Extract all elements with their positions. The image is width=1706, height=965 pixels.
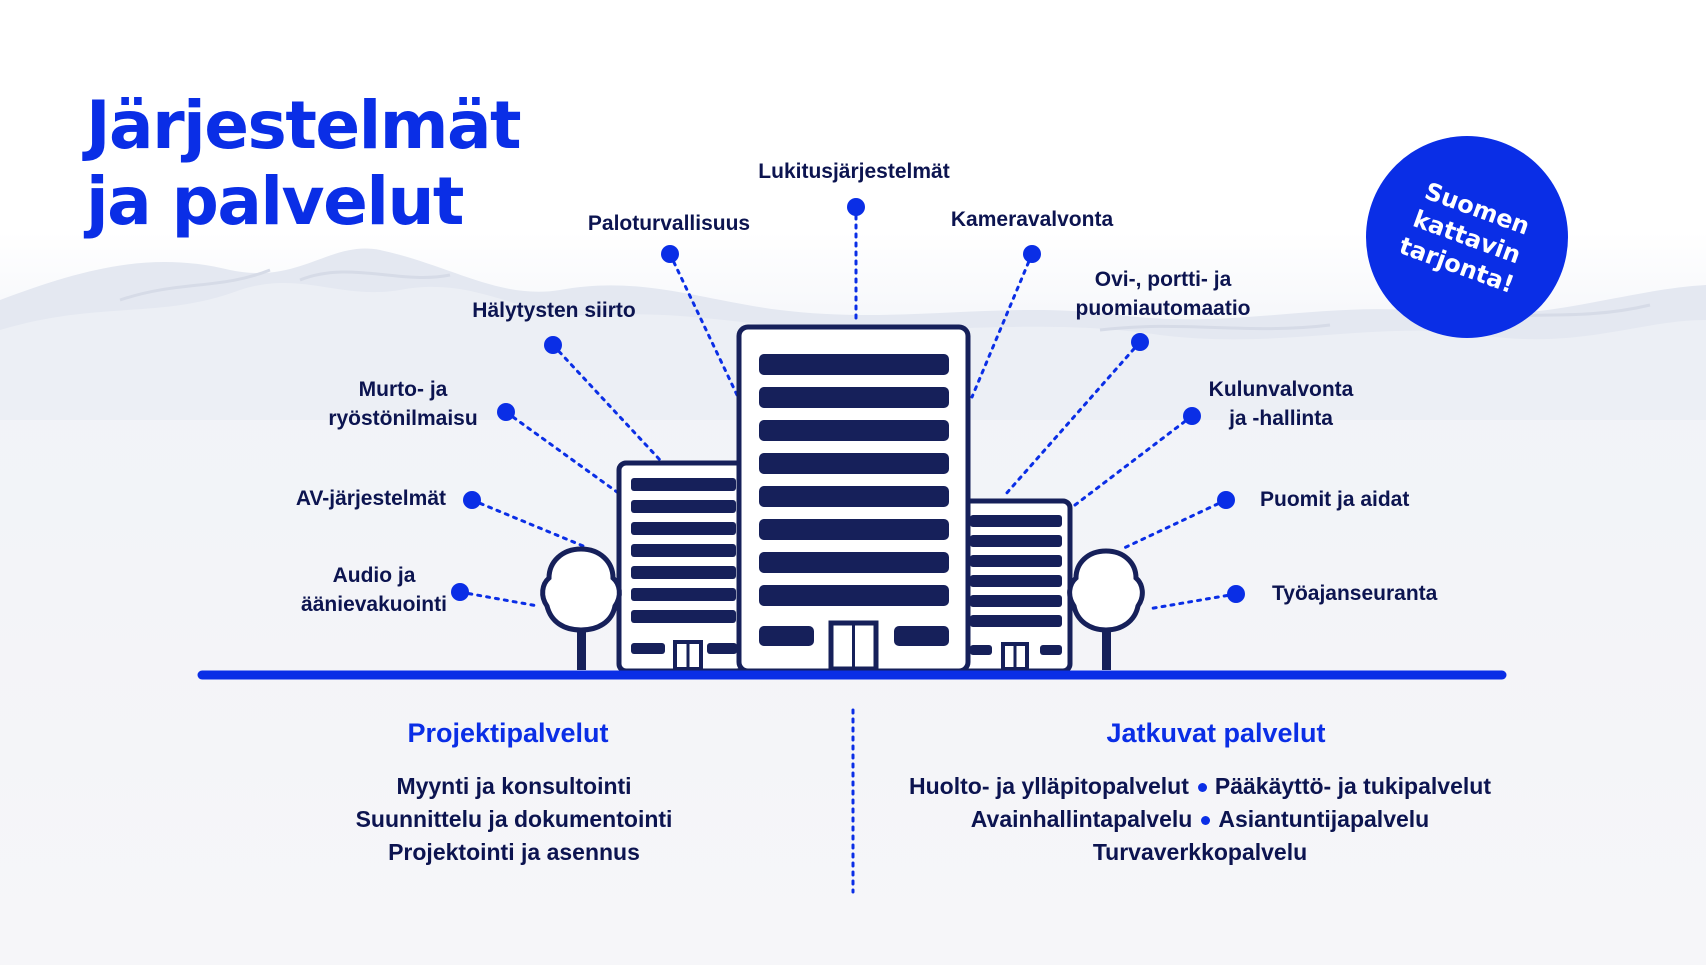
title-line-2: ja palvelut <box>86 163 465 240</box>
label-audio-line-1: Audio ja <box>332 564 416 587</box>
page-title: Järjestelmät ja palvelut <box>86 87 522 240</box>
label-av: AV-järjestelmät <box>295 487 446 510</box>
project-item-2: Suunnittelu ja dokumentointi <box>355 806 673 832</box>
continuous-row-3: Turvaverkkopalvelu <box>1092 839 1308 865</box>
building-main <box>736 324 971 674</box>
continuous-item-asiantuntija: Asiantuntijapalvelu <box>1218 806 1430 832</box>
label-audio: Audio ja äänievakuointi <box>301 561 447 619</box>
connector-lines <box>458 205 1238 894</box>
tree-left-icon <box>540 546 622 670</box>
label-ovi-line-2: puomiautomaatio <box>1075 297 1251 320</box>
label-ovi-line-1: Ovi-, portti- ja <box>1094 268 1232 291</box>
dot-av <box>463 491 481 509</box>
label-palo: Paloturvallisuus <box>587 212 751 235</box>
project-services-title: Projektipalvelut <box>407 718 609 748</box>
connector-dots <box>451 198 1245 603</box>
connector-palo <box>668 252 740 399</box>
dot-palo <box>661 245 679 263</box>
continuous-services-list: Huolto- ja ylläpitopalvelut Pääkäyttö- ja… <box>909 770 1491 869</box>
label-murto-line-1: Murto- ja <box>358 378 448 401</box>
connector-kulun <box>1073 414 1194 507</box>
badge-text: Suomen kattavin tarjonta! <box>1395 174 1538 300</box>
label-kamera: Kameravalvonta <box>950 208 1114 231</box>
dot-kulun <box>1183 407 1201 425</box>
dot-audio <box>451 583 469 601</box>
continuous-row-2: Avainhallintapalvelu Asiantuntijapalvelu <box>909 803 1491 836</box>
dot-murto <box>497 403 515 421</box>
continuous-services-title: Jatkuvat palvelut <box>1106 718 1326 748</box>
tree-right-icon <box>1067 548 1145 670</box>
continuous-item-huolto: Huolto- ja ylläpitopalvelut <box>909 773 1189 799</box>
label-murto: Murto- ja ryöstönilmaisu <box>328 375 477 433</box>
continuous-row-1: Huolto- ja ylläpitopalvelut Pääkäyttö- ja… <box>909 770 1491 803</box>
project-services-list: Myynti ja konsultointi Suunnittelu ja do… <box>356 770 673 869</box>
dot-tyoaika <box>1227 585 1245 603</box>
offer-badge: Suomen kattavin tarjonta! <box>1366 136 1568 338</box>
label-audio-line-2: äänievakuointi <box>301 593 447 616</box>
continuous-item-avainhallinta: Avainhallintapalvelu <box>970 806 1193 832</box>
connector-tyoaika <box>1146 592 1238 611</box>
connector-kamera <box>970 252 1034 399</box>
label-kulun-line-2: ja -hallinta <box>1229 407 1333 430</box>
bullet-icon <box>1197 783 1207 793</box>
project-item-3: Projektointi ja asennus <box>388 839 640 865</box>
dot-puomit <box>1217 491 1235 509</box>
connector-audio <box>458 590 540 608</box>
project-item-1: Myynti ja konsultointi <box>396 773 632 799</box>
buildings <box>540 324 1145 674</box>
connector-murto <box>504 410 619 494</box>
dot-halytys <box>544 336 562 354</box>
label-ovi: Ovi-, portti- ja puomiautomaatio <box>1075 265 1250 323</box>
label-lukitus: Lukitusjärjestelmät <box>758 160 950 183</box>
dot-ovi <box>1131 333 1149 351</box>
connector-halytys <box>551 343 662 462</box>
label-murto-line-2: ryöstönilmaisu <box>328 407 478 430</box>
connector-puomit <box>1122 498 1228 550</box>
label-kulun-line-1: Kulunvalvonta <box>1208 378 1354 401</box>
label-halytys: Hälytysten siirto <box>472 299 636 322</box>
title-line-1: Järjestelmät <box>86 87 522 164</box>
dot-lukitus <box>847 198 865 216</box>
connector-av <box>470 498 590 550</box>
continuous-item-paakaytto: Pääkäyttö- ja tukipalvelut <box>1214 773 1491 799</box>
label-puomit: Puomit ja aidat <box>1260 488 1410 511</box>
bullet-icon <box>1201 816 1211 826</box>
building-right <box>957 498 1073 674</box>
building-left <box>616 460 747 674</box>
label-kulun: Kulunvalvonta ja -hallinta <box>1209 375 1354 433</box>
label-tyoaika: Työajanseuranta <box>1272 582 1438 605</box>
connector-ovi <box>1003 340 1142 497</box>
dot-kamera <box>1023 245 1041 263</box>
